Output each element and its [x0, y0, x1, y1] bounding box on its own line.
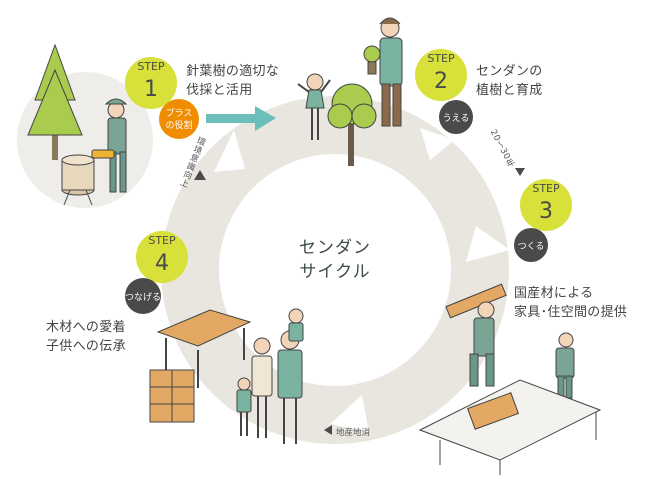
child-figure-icon: [297, 73, 331, 140]
ring-arrow-notch-top: [420, 128, 455, 160]
step4-number: 4: [155, 251, 169, 276]
step2-description: センダンの 植樹と育成: [476, 62, 543, 100]
wood-planer-machine-icon: [418, 379, 602, 475]
ring-arrow-notch-bottom: [330, 395, 369, 432]
step3-badge: [514, 228, 548, 262]
step4-badge: [125, 278, 161, 314]
step1-circle: [125, 57, 177, 109]
step3-desc-line1: 国産材による: [514, 286, 594, 301]
center-disc: [227, 162, 443, 378]
step1-desc-line1: 針葉樹の適切な: [186, 64, 280, 79]
stump-icon: [61, 154, 95, 206]
step2-word: STEP: [427, 52, 455, 65]
worker-at-machine-icon: [555, 332, 575, 399]
conifer-tree-icon: [27, 43, 83, 160]
ring-arrow-notch-right: [466, 226, 510, 262]
step2-number: 2: [434, 69, 448, 94]
step2-illustration: [297, 17, 403, 166]
step2-desc-line1: センダンの: [476, 64, 543, 79]
step4-circle: [136, 231, 188, 283]
step1-marker: STEP 1 プラス の役割: [125, 57, 199, 139]
wooden-shelf-icon: [149, 369, 195, 423]
center-title-line2: サイクル: [299, 262, 371, 282]
ring-arrow-notch-left: [214, 130, 245, 172]
step3-circle: [520, 179, 572, 231]
step3-number: 3: [539, 199, 553, 224]
adult-with-sapling-icon: [363, 17, 403, 127]
step2-desc-line2: 植樹と育成: [476, 83, 543, 98]
step2-badge: [439, 100, 473, 134]
step3-desc-line2: 家具･住空間の提供: [514, 305, 628, 320]
step1-badge: [159, 99, 199, 139]
local-annotation: 地産地消: [336, 428, 371, 438]
step1-desc-line2: 伐採と活用: [186, 83, 253, 98]
center-title-line1: センダン: [299, 238, 371, 258]
step3-badge-label: つくる: [518, 241, 545, 252]
step4-badge-label: つなげる: [125, 292, 161, 303]
step1-badge-line2: の役割: [165, 119, 192, 131]
local-arrow-icon: [324, 425, 332, 435]
step3-word: STEP: [532, 182, 560, 195]
step3-illustration: [418, 283, 602, 475]
step1-number: 1: [144, 77, 158, 102]
broadleaf-tree-icon: [327, 83, 377, 166]
step4-desc-line2: 子供への伝承: [46, 339, 126, 354]
step4-word: STEP: [148, 234, 176, 247]
step1-word: STEP: [137, 60, 165, 73]
step4-description: 木材への愛着 子供への伝承: [46, 318, 126, 356]
family-figures-icon: [236, 308, 304, 444]
step4-illustration: [149, 308, 304, 444]
eco-arrow-icon: [194, 170, 206, 180]
step2-badge-label: うえる: [443, 113, 470, 124]
step1-illustration: [17, 43, 153, 208]
wooden-table-icon: [156, 309, 252, 388]
teal-arrow-icon: [206, 106, 276, 131]
step1-badge-line1: プラス: [166, 108, 193, 119]
step2-marker: STEP 2 うえる: [415, 49, 473, 134]
step4-marker: STEP 4 つなげる: [125, 231, 188, 314]
step1-description: 針葉樹の適切な 伐採と活用: [186, 62, 279, 100]
step3-marker: STEP 3 つくる: [514, 179, 572, 262]
cycle-center-title: センダン サイクル: [295, 236, 375, 284]
step3-description: 国産材による 家具･住空間の提供: [514, 284, 627, 322]
lumberjack-figure-icon: [91, 98, 128, 193]
worker-carrying-lumber-icon: [445, 283, 507, 387]
years-arrow-icon: [515, 168, 525, 176]
step2-circle: [415, 49, 467, 101]
step4-desc-line1: 木材への愛着: [46, 320, 126, 335]
